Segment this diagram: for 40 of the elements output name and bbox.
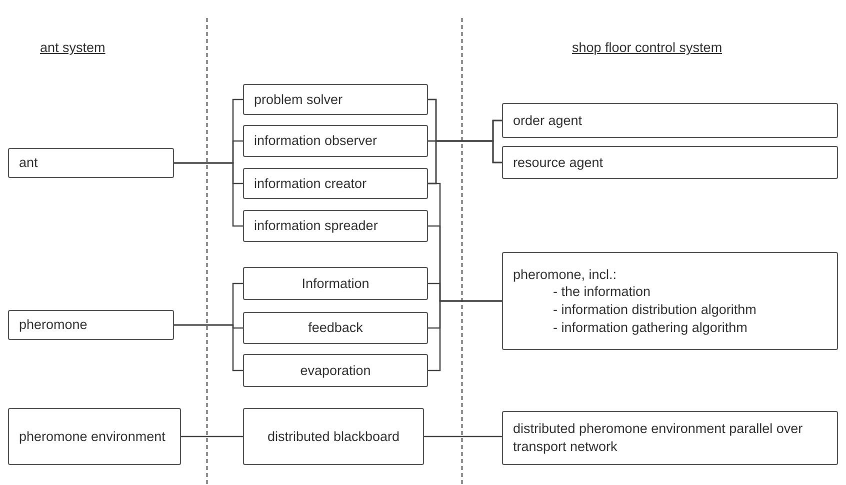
box-text: - information gathering algorithm — [552, 318, 748, 336]
connector-line — [174, 162, 243, 227]
process-box — [243, 267, 428, 300]
box-text: distributed blackboard — [267, 428, 400, 446]
process-box — [243, 354, 428, 387]
column-heading: shop floor control system — [572, 40, 722, 55]
box-text: resource agent — [513, 154, 604, 172]
process-box — [502, 103, 838, 138]
box-text: information spreader — [254, 217, 378, 235]
box-text: feedback — [308, 319, 363, 337]
box-text: Information — [302, 274, 370, 292]
process-box — [502, 146, 838, 179]
connector-line — [428, 300, 502, 372]
column-heading: ant system — [40, 40, 106, 55]
process-box — [243, 312, 428, 344]
process-box — [243, 168, 428, 199]
box-text: information creator — [254, 174, 367, 192]
process-box — [243, 84, 428, 115]
box-text: pheromone — [19, 316, 88, 334]
process-box — [243, 125, 428, 157]
connector-line — [174, 324, 243, 372]
connector-line — [424, 436, 502, 438]
box-text: evaporation — [300, 362, 371, 380]
box-text: pheromone, incl.: — [513, 266, 617, 284]
box-text: problem solver — [254, 90, 343, 108]
process-box — [502, 252, 838, 350]
box-text: distributed pheromone environment parallel over transport network — [513, 420, 804, 456]
box-text: - information distribution algorithm — [552, 301, 756, 319]
box-text: information observer — [254, 132, 378, 150]
connector-line — [181, 436, 243, 438]
box-text: order agent — [513, 112, 582, 130]
process-box — [8, 310, 174, 340]
process-box — [243, 210, 428, 242]
box-text: pheromone environment — [19, 428, 166, 446]
box-text: ant — [19, 154, 38, 172]
process-box — [8, 148, 174, 178]
process-box — [8, 408, 181, 465]
process-box — [502, 411, 838, 465]
process-box — [243, 408, 424, 465]
box-text: - the information — [552, 283, 651, 301]
